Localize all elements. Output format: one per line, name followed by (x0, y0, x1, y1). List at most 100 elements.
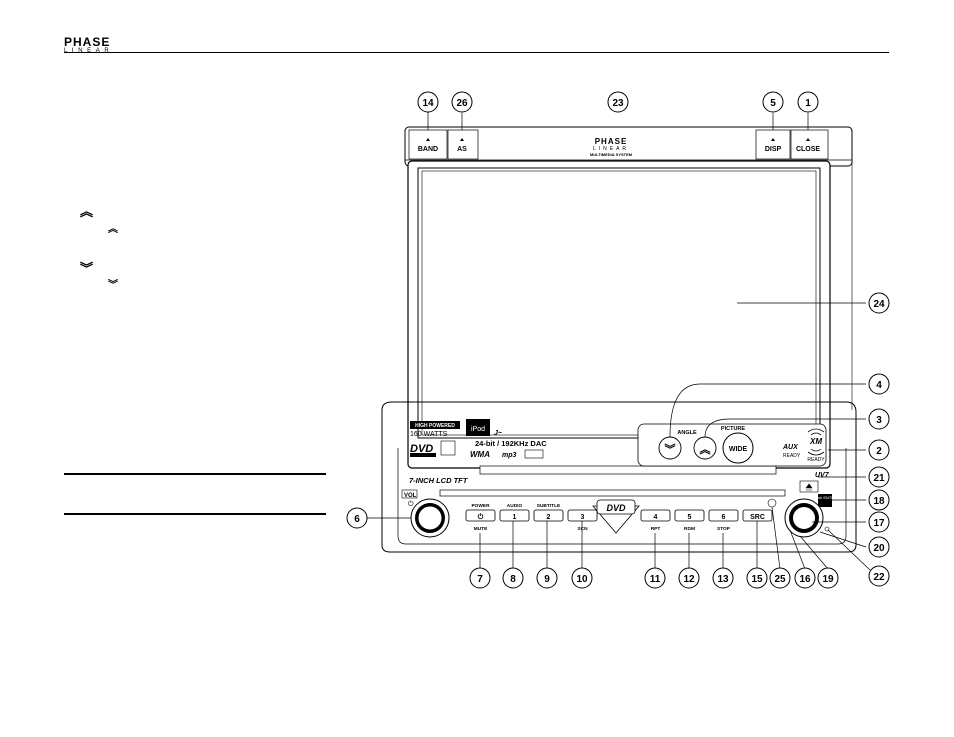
section-rule-bottom (64, 513, 326, 515)
callout-15: 15 (746, 567, 768, 589)
callout-17: 17 (868, 511, 890, 533)
callout-number: 10 (576, 574, 588, 585)
callout-8: 8 (502, 567, 524, 589)
front-button-2[interactable]: 1 AUDIO (499, 503, 530, 522)
callout-number: 23 (612, 98, 624, 109)
dvd-logo: DVD (410, 443, 433, 455)
front-panel: ︾ ︽ ANGLE WIDE PICTURE HIGH POWERED 160 … (381, 401, 857, 553)
callout-number: 2 (876, 446, 882, 457)
dvd-center-logo: DVD (592, 499, 640, 534)
callout-number: 13 (717, 574, 729, 585)
band-label: BAND (418, 146, 438, 153)
callout-20: 20 (868, 536, 890, 558)
close-button[interactable]: CLOSE (790, 129, 829, 160)
front-button-label: 3 (581, 514, 585, 521)
callout-1: 1 (797, 91, 819, 113)
wma-logo: WMA (470, 450, 490, 459)
callout-number: 3 (876, 415, 882, 426)
as-button[interactable]: AS (447, 129, 479, 160)
callout-number: 26 (456, 98, 468, 109)
front-button-bottom-label: MUTE (474, 526, 488, 532)
front-button-top-label: SUBTITLE (537, 503, 561, 509)
tune-knob[interactable] (784, 498, 824, 538)
front-button-top-label: AUDIO (507, 503, 523, 509)
front-button-label: ⏻ (478, 513, 484, 521)
on-screen-button-group: ︾ ︽ ANGLE WIDE PICTURE (637, 423, 827, 467)
callout-number: 1 (805, 98, 811, 109)
panel-brand-line1: PHASE (595, 137, 628, 146)
front-button-3[interactable]: 2 SUBTITLE (533, 503, 564, 522)
feature-badges: HIGH POWERED 160 WATTS iPod J~ DVD 24-bi… (401, 419, 837, 508)
callout-number: 24 (873, 299, 885, 310)
push-enter-label: Push ENTER (813, 495, 837, 500)
wide-button[interactable] (722, 432, 754, 464)
front-button-label: 4 (654, 514, 658, 521)
callout-number: 21 (873, 473, 885, 484)
callout-21: 21 (868, 466, 890, 488)
callout-number: 8 (510, 574, 516, 585)
ipod-badge: iPod (471, 426, 485, 433)
front-button-row: ⏻POWERMUTE1AUDIO2SUBTITLE3SCN4RPT5RDM6ST… (465, 503, 773, 532)
front-button-label: 6 (722, 514, 726, 521)
volume-knob[interactable] (410, 498, 450, 538)
chevron-up-double-icon: ︽ (80, 205, 94, 220)
callout-3: 3 (868, 408, 890, 430)
callout-number: 20 (873, 543, 885, 554)
picture-label: PICTURE (721, 426, 745, 432)
leader-lines (366, 113, 871, 571)
callout-12: 12 (678, 567, 700, 589)
front-button-label: 1 (513, 514, 517, 521)
eject-button[interactable] (799, 480, 819, 493)
callout-18: 18 (868, 489, 890, 511)
chevron-up-double-icon: ︽ (700, 444, 711, 456)
callout-number: 9 (544, 574, 550, 585)
wide-label: WIDE (729, 446, 748, 453)
logo-line2: LINEAR (64, 48, 114, 54)
band-button[interactable]: BAND (408, 129, 448, 160)
section-rule-top (64, 473, 326, 475)
aux-ready: READY (783, 453, 801, 459)
card-slot (439, 489, 786, 497)
eject-icon (805, 483, 813, 491)
ir-sensor (767, 498, 777, 508)
disp-button[interactable]: DISP (755, 129, 791, 160)
aux-logo: AUX (782, 444, 799, 451)
panel-brand-sub: MULTIMEDIA SYSTEM (590, 152, 633, 157)
dac-text: 24-bit / 192KHz DAC (475, 439, 547, 448)
front-button-8[interactable]: SRC (742, 509, 773, 522)
dvd-center-text: DVD (606, 503, 626, 513)
callout-number: 17 (873, 518, 885, 529)
callout-number: 25 (774, 574, 786, 585)
callout-number: 12 (683, 574, 695, 585)
callout-23: 23 (607, 91, 629, 113)
callout-number: 6 (354, 514, 360, 525)
signal-icon (807, 428, 825, 436)
mp3-logo: mp3 (502, 452, 517, 459)
chevron-down-double-icon: ︾ (108, 280, 118, 291)
callout-11: 11 (644, 567, 666, 589)
front-button-label: 2 (547, 514, 551, 521)
callout-number: 18 (873, 496, 885, 507)
front-button-bottom-label: STOP (717, 526, 731, 532)
model-label: UV7 (815, 472, 830, 479)
callout-13: 13 (712, 567, 734, 589)
callout-number: 4 (876, 380, 882, 391)
vol-label: VOL (404, 493, 417, 499)
callout-number: 19 (822, 574, 834, 585)
callout-25: 25 (769, 567, 791, 589)
top-housing: BAND AS DISP CLOSE PHASE LINEAR MULTIMED… (404, 126, 853, 410)
callout-number: 14 (422, 98, 434, 109)
chevron-up-double-icon: ︽ (108, 224, 118, 235)
callout-number: 16 (799, 574, 811, 585)
phase-linear-logo: PHASE LINEAR (64, 36, 120, 54)
callout-number: 7 (477, 574, 483, 585)
as-label: AS (457, 146, 467, 153)
callout-number: 22 (873, 572, 885, 583)
